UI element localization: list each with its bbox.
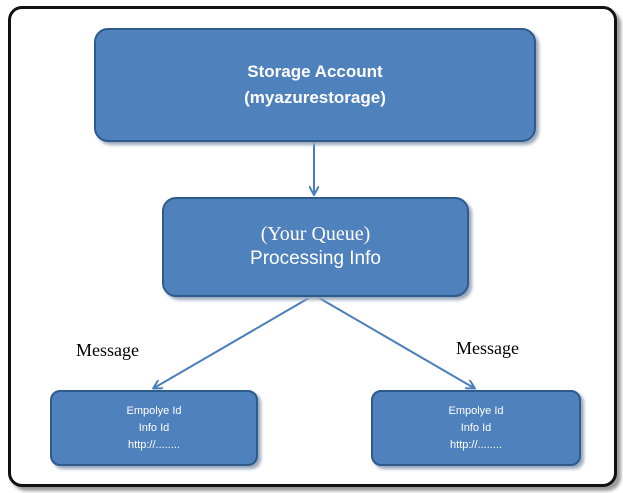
message-employee-id: Empolye Id — [126, 404, 182, 417]
message-url: http://........ — [128, 438, 180, 451]
queue-title: (Your Queue) — [260, 223, 371, 245]
queue-name: Processing Info — [250, 248, 381, 269]
queue-box: (Your Queue) Processing Info — [162, 197, 469, 297]
storage-account-title: Storage Account — [247, 62, 383, 81]
message-box-left: Empolye Id Info Id http://........ — [50, 390, 258, 466]
edge-label-left: Message — [76, 340, 139, 360]
arrow-queue-to-right-message — [313, 294, 474, 388]
storage-account-name: (myazurestorage) — [244, 88, 386, 107]
storage-account-box: Storage Account (myazurestorage) — [94, 28, 536, 142]
message-url: http://........ — [450, 438, 502, 451]
message-employee-id: Empolye Id — [448, 404, 504, 417]
arrow-queue-to-left-message — [154, 294, 315, 388]
message-info-id: Info Id — [138, 421, 170, 434]
edge-label-right: Message — [456, 338, 519, 358]
message-info-id: Info Id — [460, 421, 492, 434]
message-box-right: Empolye Id Info Id http://........ — [371, 390, 581, 466]
